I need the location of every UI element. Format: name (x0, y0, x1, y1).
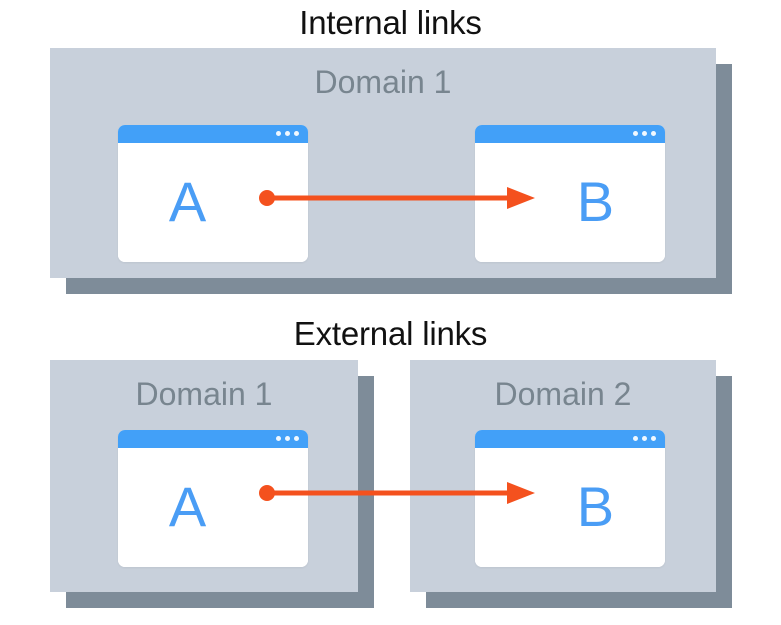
browser-page-body: A (118, 143, 308, 262)
browser-card-page-a-external[interactable]: A (118, 430, 308, 567)
window-controls-dots-icon (276, 131, 299, 136)
domain-label-internal-1: Domain 1 (314, 64, 452, 100)
page-letter-b-internal: B (576, 169, 615, 233)
browser-card-page-b-external[interactable]: B (475, 430, 665, 567)
browser-titlebar (475, 125, 665, 143)
section-title-internal-links: Internal links (299, 4, 482, 41)
domain-label-external-1: Domain 1 (135, 376, 273, 412)
browser-titlebar (118, 430, 308, 448)
window-controls-dots-icon (276, 436, 299, 441)
browser-page-body: B (475, 448, 665, 567)
domain-label-external-2: Domain 2 (494, 376, 632, 412)
window-controls-dots-icon (633, 436, 656, 441)
page-letter-b-external: B (576, 474, 615, 538)
browser-page-body: A (118, 448, 308, 567)
browser-card-page-b-internal[interactable]: B (475, 125, 665, 262)
section-title-external-links: External links (293, 315, 488, 352)
page-letter-a-external: A (168, 474, 207, 538)
window-controls-dots-icon (633, 131, 656, 136)
browser-titlebar (118, 125, 308, 143)
browser-titlebar (475, 430, 665, 448)
browser-card-page-a-internal[interactable]: A (118, 125, 308, 262)
browser-page-body: B (475, 143, 665, 262)
page-letter-a-internal: A (168, 169, 207, 233)
